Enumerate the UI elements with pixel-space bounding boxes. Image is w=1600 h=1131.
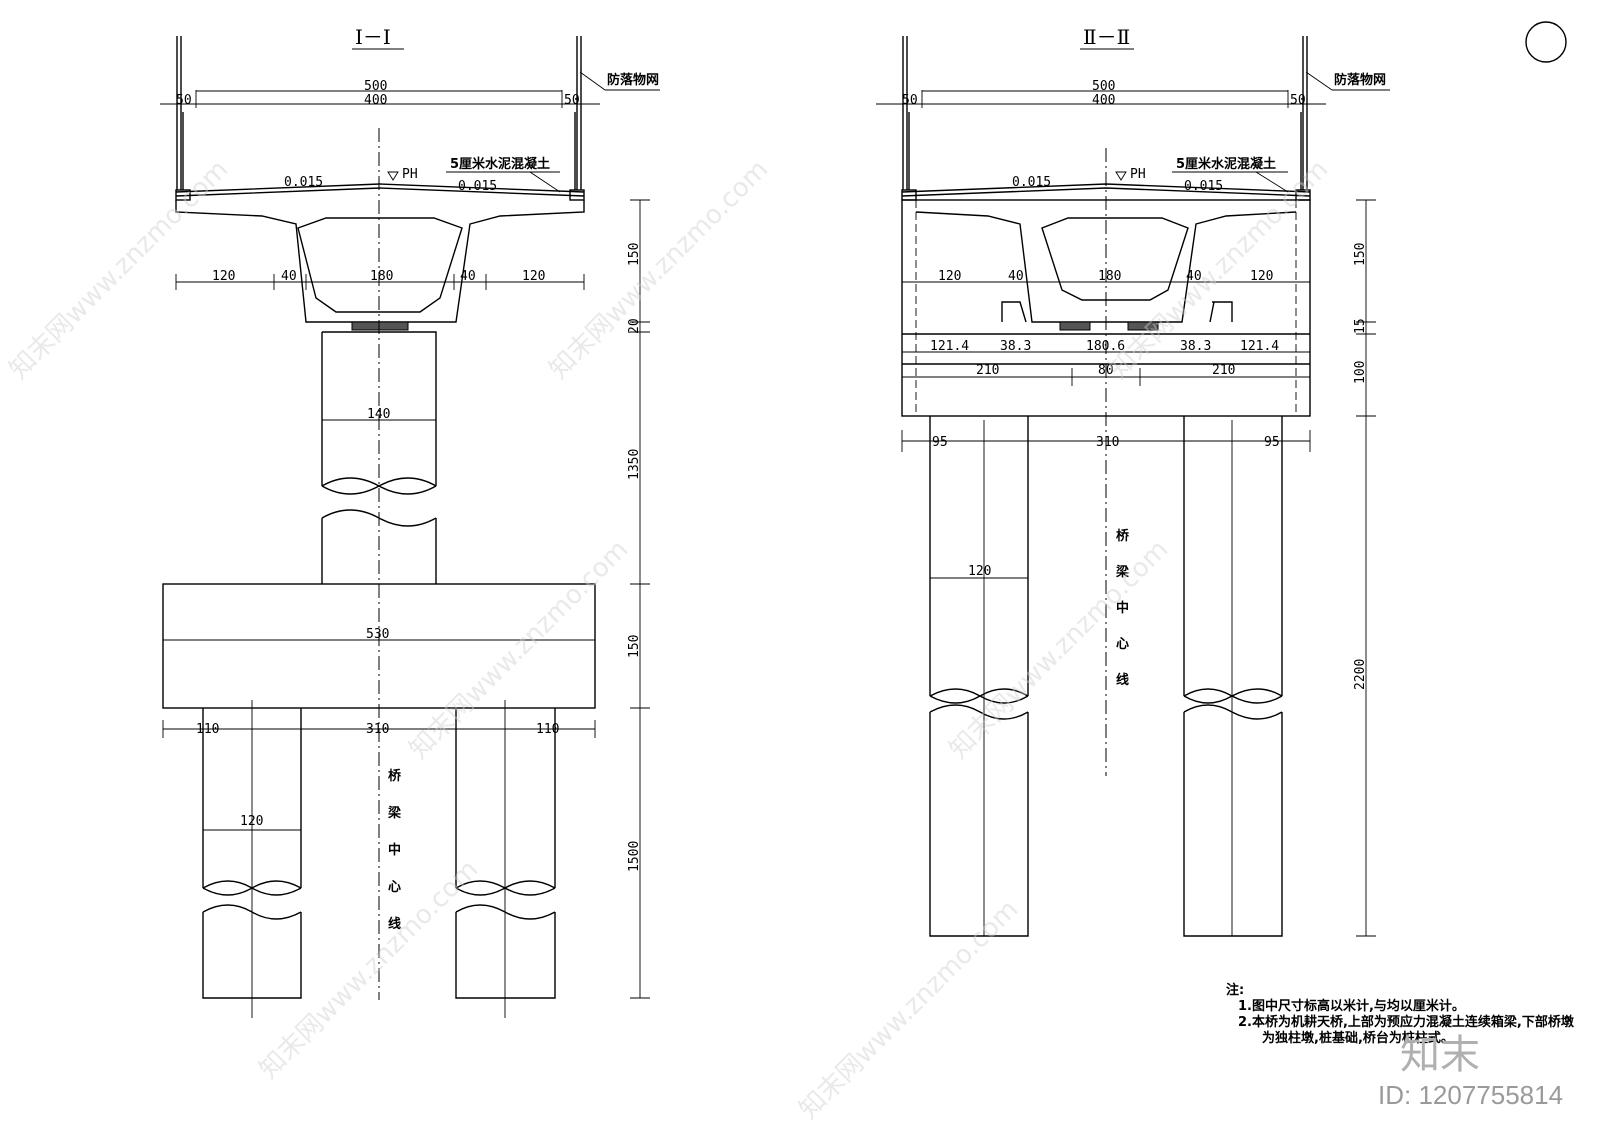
dim-ps1: 110	[196, 722, 219, 737]
dim-deck-inner-2: 400	[1092, 93, 1115, 108]
pavement-label-1: 5厘米水泥混凝土	[450, 156, 550, 172]
dim-w1: 120	[212, 269, 235, 284]
cl-char-1d: 心	[388, 880, 401, 895]
slope-right-1: 0.015	[458, 179, 497, 194]
dim-h2: 20	[627, 318, 642, 334]
watermark-text: 知末网www.znzmo.com	[254, 854, 485, 1085]
dim-deck-total: 500	[364, 79, 387, 94]
dim-curb-left-2: 50	[902, 93, 918, 108]
dim2-b4: 38.3	[1180, 339, 1211, 354]
cl-char-2c: 中	[1116, 600, 1129, 616]
watermark-text: 知末网www.znzmo.com	[544, 154, 775, 385]
dim-curb-left: 50	[176, 93, 192, 108]
dim-curb-right-2: 50	[1290, 93, 1306, 108]
cl-char-1e: 线	[388, 916, 401, 932]
dim2-w4: 40	[1186, 269, 1202, 284]
watermark-logo: 知末	[1400, 1032, 1480, 1078]
pile-right-1	[455, 708, 556, 999]
dim2-w5: 120	[1250, 269, 1273, 284]
pile-left-2: 120	[929, 416, 1029, 937]
ph-label-2: PH	[1130, 167, 1146, 182]
watermark-text: 知末网www.znzmo.com	[404, 534, 635, 765]
circle-symbol-icon	[1525, 21, 1567, 63]
cl-char-2d: 心	[1116, 637, 1129, 652]
dim2-h1: 150	[1353, 243, 1368, 266]
pavement-label-2: 5厘米水泥混凝土	[1176, 156, 1276, 172]
dim2-w1: 120	[938, 269, 961, 284]
dim2-h2: 15	[1353, 318, 1368, 334]
net-label-2: 防落物网	[1334, 72, 1386, 88]
dim-w3: 180	[370, 269, 393, 284]
net-label-1: 防落物网	[607, 72, 659, 88]
dim-ps3: 110	[536, 722, 559, 737]
dim2-b5: 121.4	[1240, 339, 1279, 354]
watermark-text: 知末网www.znzmo.com	[4, 154, 235, 385]
dim2-ps3: 95	[1264, 435, 1280, 450]
section2-title: Ⅱ－Ⅱ	[1083, 25, 1130, 49]
dim-cap-width: 530	[366, 627, 389, 642]
notes-line1: 1.图中尺寸标高以米计,与均以厘米计。	[1238, 998, 1465, 1014]
dim-curb-right: 50	[564, 93, 580, 108]
cl-char-1c: 中	[388, 842, 401, 858]
cl-char-2b: 梁	[1115, 564, 1130, 580]
dim-h1: 150	[627, 243, 642, 266]
dim2-b1: 121.4	[930, 339, 969, 354]
slope-right-2: 0.015	[1184, 179, 1223, 194]
pile-right-2	[1183, 416, 1283, 937]
notes-line3: 为独柱墩,桩基础,桥台为桩柱式。	[1262, 1030, 1454, 1046]
watermark-id: ID: 1207755814	[1378, 1080, 1563, 1110]
dim2-h4: 2200	[1353, 659, 1368, 690]
dim-w4: 40	[460, 269, 476, 284]
cl-char-1b: 梁	[387, 805, 402, 821]
cl-char-2a: 桥	[1116, 528, 1130, 544]
notes: 注: 1.图中尺寸标高以米计,与均以厘米计。 2.本桥为机耕天桥,上部为预应力混…	[1226, 982, 1575, 1046]
section-2: Ⅱ－Ⅱ 500 400 50 50 防落物网 5厘米水泥混凝土 0.015 0.…	[876, 25, 1390, 937]
dim-h3: 1350	[627, 449, 642, 480]
ph-label-1: PH	[402, 167, 418, 182]
dim-pier-dia: 140	[367, 407, 390, 422]
dim2-b2: 38.3	[1000, 339, 1031, 354]
dim2-h3: 100	[1353, 361, 1368, 384]
dim2-c1: 210	[976, 363, 999, 378]
dim-w2: 40	[281, 269, 297, 284]
dim2-w3: 180	[1098, 269, 1121, 284]
dim-w5: 120	[522, 269, 545, 284]
dim2-ps1: 95	[932, 435, 948, 450]
watermark-text: 知末网www.znzmo.com	[794, 894, 1025, 1125]
dim-h4: 150	[627, 635, 642, 658]
dim2-w2: 40	[1008, 269, 1024, 284]
section-1: I－I 500 400 50 50 防落物网 5厘米水泥混凝土 0.015 0.…	[160, 25, 660, 1018]
cl-char-2e: 线	[1116, 672, 1129, 688]
dim-deck-total-2: 500	[1092, 79, 1115, 94]
notes-head: 注:	[1226, 982, 1244, 998]
pile-left-1: 120	[202, 708, 302, 999]
dim2-ps2: 310	[1096, 435, 1119, 450]
dim-h5: 1500	[627, 841, 642, 872]
dim-ps2: 310	[366, 722, 389, 737]
dim-deck-inner: 400	[364, 93, 387, 108]
dim-pile-dia-1: 120	[240, 814, 263, 829]
dim2-pile-dia: 120	[968, 564, 991, 579]
cl-char-1a: 桥	[388, 768, 402, 784]
notes-line2: 2.本桥为机耕天桥,上部为预应力混凝土连续箱梁,下部桥墩	[1238, 1014, 1575, 1030]
section1-title: I－I	[355, 25, 391, 49]
dim2-c3: 210	[1212, 363, 1235, 378]
